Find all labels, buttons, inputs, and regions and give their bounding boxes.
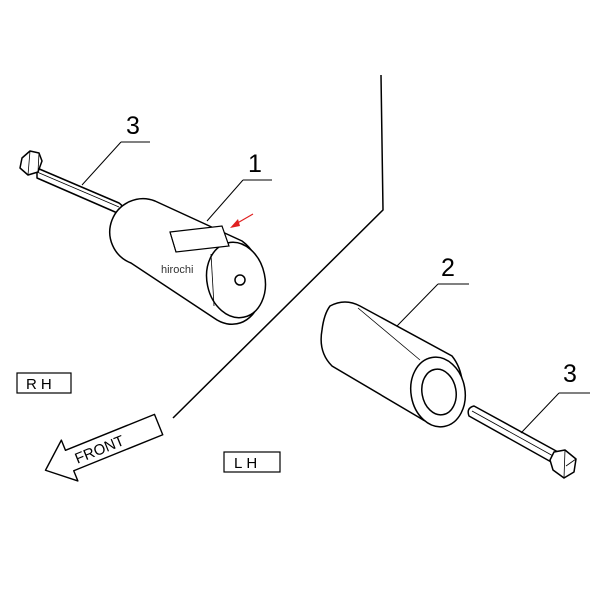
callout-3-bottom: 3	[563, 360, 577, 388]
indicator-arrow	[230, 213, 254, 228]
divider-line	[172, 74, 384, 419]
callout-2: 2	[441, 254, 455, 282]
lh-label-box	[223, 451, 281, 473]
leader-line-2	[396, 283, 439, 327]
bolt-lh	[467, 405, 577, 479]
slider-rh	[109, 198, 267, 325]
slider-lh	[320, 301, 467, 428]
rh-label-box	[16, 372, 72, 394]
callout-1: 1	[248, 150, 262, 178]
lh-label: LH	[234, 455, 261, 472]
leader-line-3-bottom	[520, 392, 560, 434]
leader-line-3-top	[81, 141, 122, 186]
watermark: hirochi	[161, 264, 193, 276]
callout-3-top: 3	[126, 112, 140, 140]
front-direction-arrow: FRONT	[44, 413, 164, 482]
rh-label: RH	[26, 376, 56, 393]
bolt-rh	[19, 150, 125, 216]
leader-line-1	[206, 179, 244, 222]
